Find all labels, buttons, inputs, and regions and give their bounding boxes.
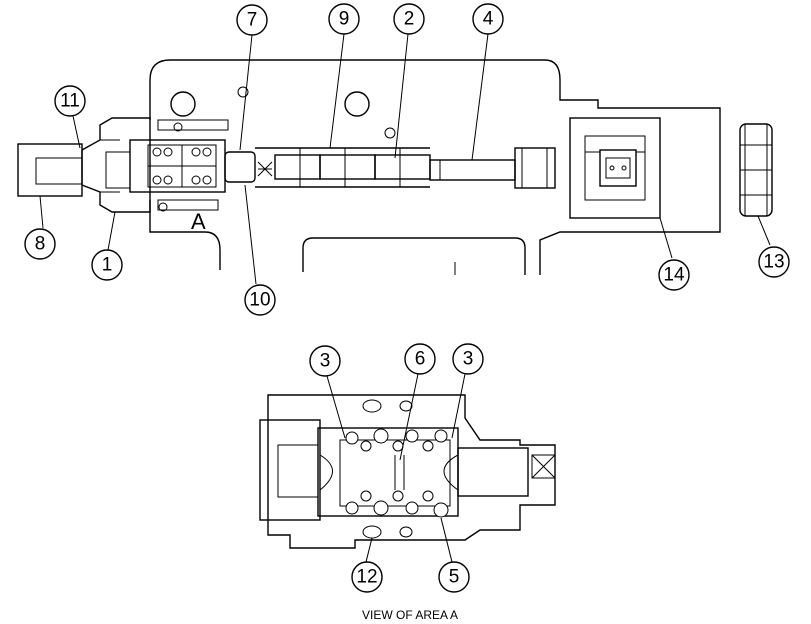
svg-text:3: 3	[320, 351, 331, 372]
callout-14: 14	[658, 259, 690, 291]
callout-13: 13	[758, 246, 790, 278]
area-a-marker: A	[191, 209, 206, 234]
coil-knob	[739, 123, 773, 217]
svg-text:9: 9	[339, 9, 350, 30]
svg-text:13: 13	[763, 252, 784, 273]
callout-12: 12	[351, 561, 383, 593]
callout-5: 5	[438, 561, 470, 593]
callout-9: 9	[328, 3, 360, 35]
svg-text:4: 4	[483, 9, 494, 30]
callout-11: 11	[54, 85, 86, 117]
svg-text:2: 2	[404, 9, 415, 30]
callout-10: 10	[244, 284, 276, 316]
callout-8: 8	[24, 228, 56, 260]
svg-text:11: 11	[60, 91, 80, 112]
callout-7: 7	[236, 4, 268, 36]
svg-text:10: 10	[249, 290, 270, 311]
left-end-cap-fitting	[17, 117, 151, 213]
valve-body	[149, 59, 721, 275]
view-caption: VIEW OF AREA A	[362, 608, 458, 622]
svg-text:7: 7	[247, 10, 258, 31]
callout-3-right: 3	[452, 343, 484, 375]
leader-lines-upper	[39, 33, 771, 285]
callout-2: 2	[393, 3, 425, 35]
callout-6: 6	[404, 343, 436, 375]
callout-3-left: 3	[309, 345, 341, 377]
svg-text:1: 1	[102, 255, 113, 276]
callout-4: 4	[472, 3, 504, 35]
svg-text:8: 8	[35, 234, 46, 255]
leader-lines-lower	[326, 373, 466, 563]
svg-text:6: 6	[415, 349, 426, 370]
svg-text:3: 3	[463, 349, 474, 370]
relief-valve-cartridge	[129, 139, 226, 193]
spool-bore	[224, 147, 556, 189]
svg-text:14: 14	[663, 265, 685, 286]
svg-text:5: 5	[449, 567, 460, 588]
callout-1: 1	[91, 249, 123, 281]
solenoid-coil	[569, 117, 661, 219]
detail-view-a	[259, 394, 556, 549]
svg-text:12: 12	[356, 567, 377, 588]
